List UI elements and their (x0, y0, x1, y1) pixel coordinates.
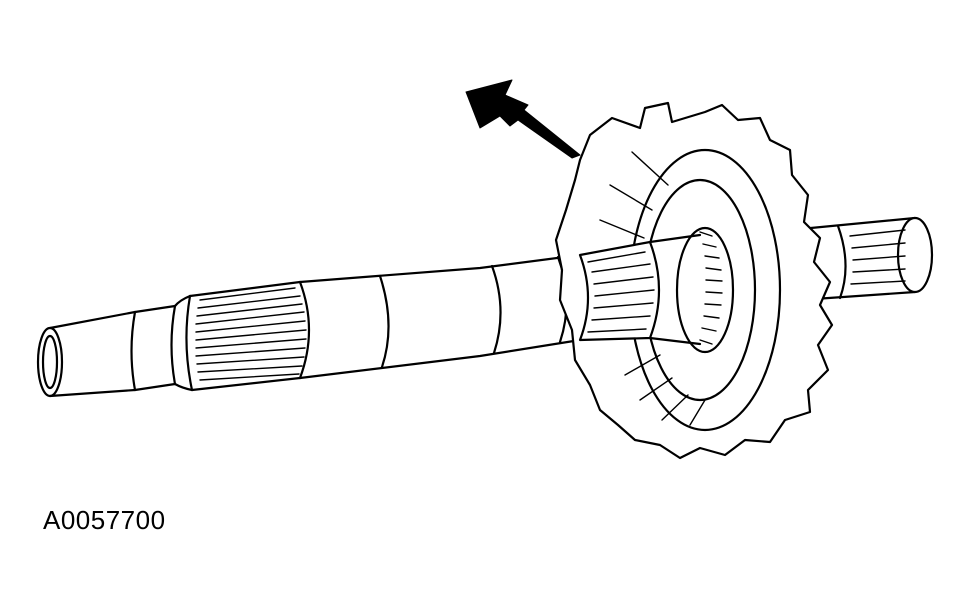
figure-caption: A0057700 (43, 505, 166, 535)
reaction-drum-hub (554, 101, 834, 460)
splined-section (185, 280, 311, 392)
output-shaft (36, 253, 582, 398)
pointer-arrow (465, 79, 581, 159)
